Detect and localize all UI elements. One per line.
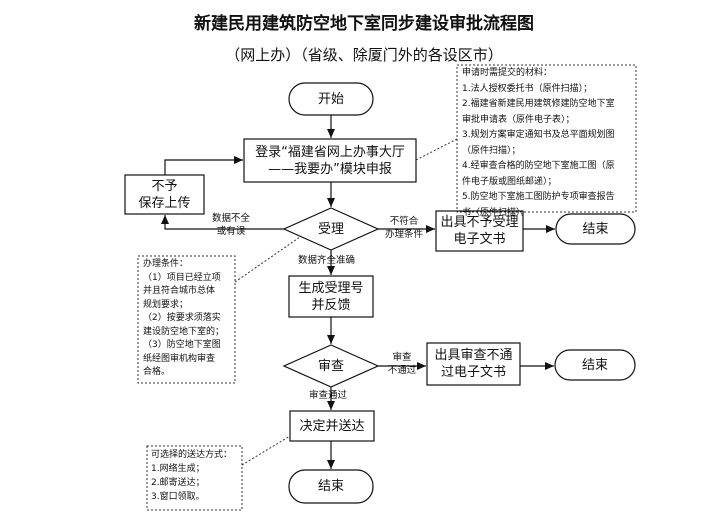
conditions-note-line: 并且符合城市总体 bbox=[143, 286, 216, 296]
not-saved-label-1: 不予 bbox=[151, 178, 178, 194]
start-node: 开始 bbox=[289, 83, 373, 115]
fail-doc-node-shape bbox=[426, 342, 521, 386]
decide-node-shape bbox=[289, 410, 375, 442]
page-title: 新建民用建筑防空地下室同步建设审批流程图 bbox=[194, 14, 534, 34]
page-subtitle: （网上办）（省级、除厦门外的各设区市） bbox=[225, 46, 503, 64]
materials-note-line: 5.防空地下室施工图防护专项审查报告 bbox=[462, 192, 615, 202]
conditions-leader bbox=[234, 236, 301, 283]
conditions-note-line: （2）按要求须落实 bbox=[143, 313, 221, 323]
accept-decision: 受理 bbox=[284, 208, 378, 250]
reject-doc-label-2: 电子文书 bbox=[453, 232, 506, 247]
apply-node-label-1: 登录“福建省网上办事大厅 bbox=[255, 144, 405, 160]
start-node-label: 开始 bbox=[317, 91, 344, 107]
delivery-leader bbox=[241, 435, 291, 466]
review-pass-edge-label: 审查通过 bbox=[309, 390, 348, 401]
materials-note-line: 书（原件扫描）。 bbox=[462, 207, 530, 218]
reject-doc-label-1: 出具不予受理 bbox=[440, 215, 519, 230]
materials-note-line: 3.规划方案审定通知书及总平面规划图 bbox=[462, 130, 615, 140]
feedback-node-shape bbox=[288, 275, 374, 318]
decide-node: 决定并送达 bbox=[290, 411, 374, 441]
materials-note-line: 审批申请表（原件电子表）； bbox=[462, 114, 575, 125]
arrow-not-saved-to-apply bbox=[164, 156, 243, 175]
decide-label: 决定并送达 bbox=[299, 418, 365, 434]
materials-note-line: 申请时需提交的材料： bbox=[462, 68, 553, 78]
materials-note-line: 4.经审查合格的防空地下室施工图（原 bbox=[462, 161, 615, 171]
feedback-node: 生成受理号 并反馈 bbox=[289, 276, 373, 317]
review-fail-label-1: 审查 bbox=[392, 352, 412, 363]
incomplete-label-1: 数据不全 bbox=[211, 213, 250, 224]
not-saved-node: 不予 保存上传 bbox=[125, 175, 204, 214]
end2-node-shape bbox=[554, 349, 636, 381]
materials-leader bbox=[415, 138, 458, 161]
apply-node: 登录“福建省网上办事大厅 ——我要办”模块申报 bbox=[244, 139, 416, 182]
end1-node-shape bbox=[555, 213, 636, 245]
not-eligible-label-2: 办理条件 bbox=[384, 229, 423, 240]
conditions-note-line: 办理条件： bbox=[143, 259, 189, 269]
materials-note: 申请时需提交的材料： 1.法人授权委托书（原件扫描）； 2.福建省新建民用建筑修… bbox=[462, 66, 615, 221]
materials-note-box bbox=[456, 64, 637, 213]
arrow-accept-to-not-saved bbox=[161, 215, 284, 230]
end3-node-shape bbox=[288, 469, 374, 504]
conditions-note-line: 纸经图审机构审查 bbox=[143, 353, 216, 364]
delivery-note-box bbox=[146, 445, 243, 511]
delivery-note-line: 可选择的送达方式： bbox=[151, 450, 233, 460]
end1-label: 结束 bbox=[582, 221, 609, 237]
fail-doc-label-2: 过电子文书 bbox=[440, 365, 506, 380]
reject-doc-node: 出具不予受理 电子文书 bbox=[436, 211, 523, 251]
review-fail-label-2: 不通过 bbox=[387, 365, 417, 376]
reject-doc-node-shape bbox=[435, 210, 524, 252]
fail-doc-label-1: 出具审查不通 bbox=[434, 348, 513, 363]
materials-note-line: （原件扫描）； bbox=[462, 145, 521, 156]
materials-note-line: 件电子版或图纸邮递）； bbox=[462, 176, 557, 187]
incomplete-label-2: 或有误 bbox=[216, 226, 246, 237]
conditions-note-box bbox=[137, 255, 236, 384]
delivery-note-line: 1.网络生成； bbox=[151, 464, 205, 474]
review-label: 审查 bbox=[317, 358, 344, 374]
review-fail-edge-label: 审查 不通过 bbox=[380, 351, 424, 377]
not-saved-label-2: 保存上传 bbox=[138, 195, 191, 211]
delivery-note-line: 2.邮寄送达； bbox=[151, 478, 205, 488]
conditions-note-line: 规划要求； bbox=[143, 299, 189, 310]
conditions-note: 办理条件： （1）项目已经立项 并且符合城市总体 规划要求； （2）按要求须落实… bbox=[143, 258, 224, 380]
feedback-label-2: 并反馈 bbox=[311, 297, 351, 313]
conditions-note-line: 合格。 bbox=[143, 367, 171, 377]
complete-edge-label: 数据齐全准确 bbox=[298, 255, 356, 266]
delivery-note-line: 3.窗口领取。 bbox=[151, 492, 205, 502]
fail-doc-node: 出具审查不通 过电子文书 bbox=[427, 343, 520, 385]
not-eligible-label-1: 不符合 bbox=[389, 216, 419, 227]
apply-node-shape bbox=[243, 138, 417, 183]
materials-note-line: 1.法人授权委托书（原件扫描）； bbox=[462, 83, 593, 94]
end2-label: 结束 bbox=[581, 357, 608, 373]
conditions-note-line: （1）项目已经立项 bbox=[143, 272, 221, 283]
incomplete-edge-label: 数据不全 或有误 bbox=[196, 212, 266, 238]
end3-label: 结束 bbox=[317, 479, 344, 494]
feedback-label-1: 生成受理号 bbox=[298, 280, 364, 296]
review-decision: 审查 bbox=[284, 345, 378, 387]
end1-node: 结束 bbox=[556, 214, 635, 244]
delivery-note: 可选择的送达方式： 1.网络生成； 2.邮寄送达； 3.窗口领取。 bbox=[151, 448, 232, 504]
conditions-note-line: （3）防空地下室图 bbox=[143, 340, 221, 350]
end2-node: 结束 bbox=[555, 350, 635, 380]
accept-label: 受理 bbox=[317, 221, 344, 237]
end3-node: 结束 bbox=[289, 470, 373, 503]
conditions-note-line: 建设防空地下室的； bbox=[143, 326, 225, 337]
materials-note-line: 2.福建省新建民用建筑修建防空地下室 bbox=[462, 99, 615, 109]
not-eligible-edge-label: 不符合 办理条件 bbox=[374, 215, 434, 241]
apply-node-label-2: ——我要办”模块申报 bbox=[268, 161, 392, 177]
